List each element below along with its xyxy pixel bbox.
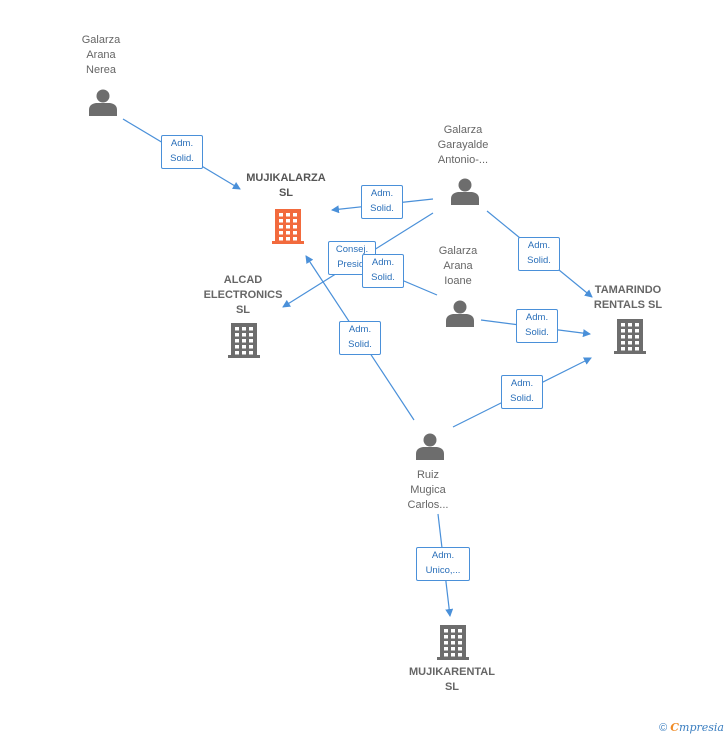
person-icon-ruiz[interactable] <box>416 433 444 461</box>
copyright-symbol: © <box>659 722 668 734</box>
edge-label-ioane-mujikalarza[interactable]: Adm. Solid. <box>362 254 404 288</box>
edge-label-antonio-tamarindo[interactable]: Adm. Solid. <box>518 237 560 271</box>
node-label-nerea[interactable]: Galarza Arana Nerea <box>81 33 121 76</box>
node-label-alcad[interactable]: ALCAD ELECTRONICS SL <box>203 273 283 316</box>
edge-label-ruiz-mujikalarza[interactable]: Adm. Solid. <box>339 321 381 355</box>
building-icon-mujikalarza[interactable] <box>272 209 304 244</box>
node-label-mujikalarza[interactable]: MUJIKALARZA SL <box>246 172 326 199</box>
edge-label-ruiz-mujikarental[interactable]: Adm. Unico,... <box>416 547 470 581</box>
node-label-antonio[interactable]: Galarza Garayalde Antonio-... <box>437 123 489 166</box>
brand-name: Cmpresia <box>670 721 724 734</box>
empresia-logo: © Cmpresia <box>659 721 724 734</box>
edge-label-ruiz-tamarindo[interactable]: Adm. Solid. <box>501 375 543 409</box>
building-icon-tamarindo[interactable] <box>614 319 646 354</box>
edge-label-nerea-mujikalarza[interactable]: Adm. Solid. <box>161 135 203 169</box>
person-icon-antonio[interactable] <box>451 178 479 206</box>
edge-label-ioane-tamarindo[interactable]: Adm. Solid. <box>516 309 558 343</box>
building-icon-mujikarental[interactable] <box>437 625 469 660</box>
node-label-ruiz[interactable]: Ruiz Mugica Carlos... <box>407 468 449 511</box>
edge-label-antonio-mujikalarza[interactable]: Adm. Solid. <box>361 185 403 219</box>
node-label-ioane[interactable]: Galarza Arana Ioane <box>438 244 478 287</box>
person-icon-nerea[interactable] <box>89 89 117 117</box>
node-label-tamarindo[interactable]: TAMARINDO RENTALS SL <box>593 284 663 311</box>
building-icon-alcad[interactable] <box>228 323 260 358</box>
person-icon-ioane[interactable] <box>446 300 474 328</box>
node-label-mujikarental[interactable]: MUJIKARENTAL SL <box>409 666 495 693</box>
